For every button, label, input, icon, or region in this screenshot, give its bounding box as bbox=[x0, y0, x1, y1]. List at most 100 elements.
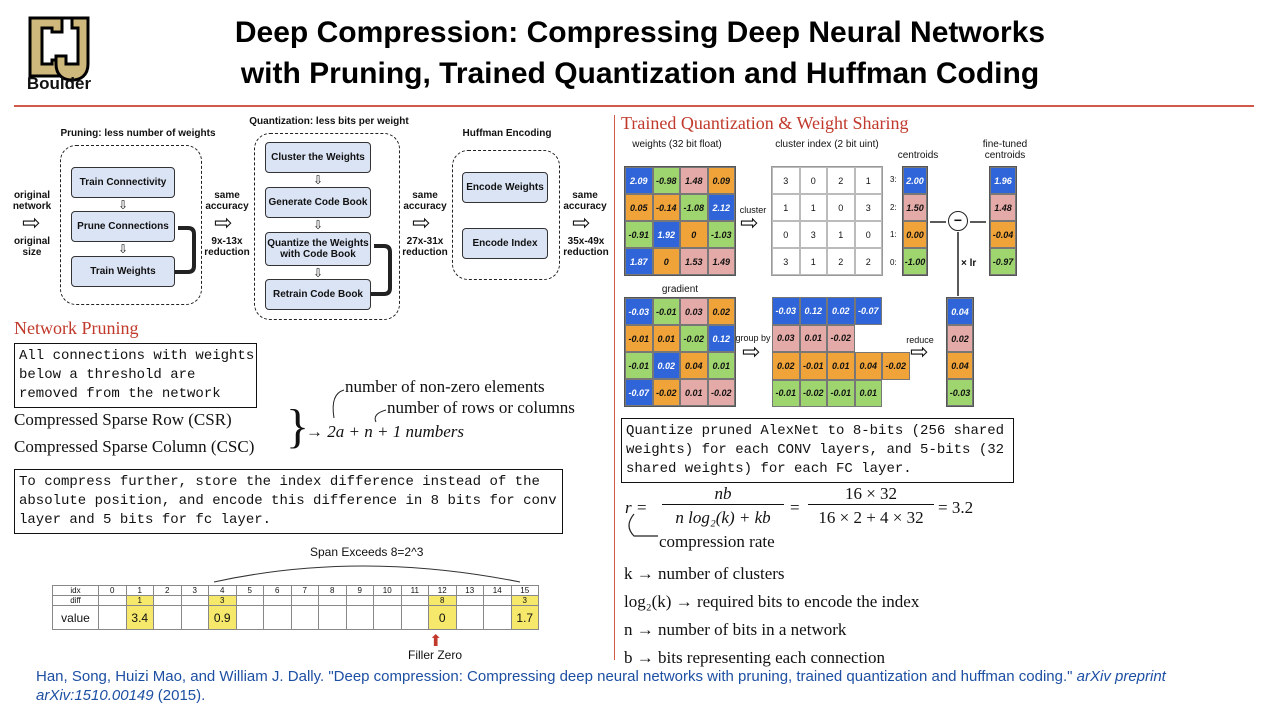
table-cell: 0.9 bbox=[208, 605, 237, 630]
index-cell: 3 bbox=[799, 221, 827, 248]
grouped-cell: -0.02 bbox=[799, 379, 827, 407]
logo-text: Boulder bbox=[26, 74, 92, 93]
csc-label: Compressed Sparse Column (CSC) bbox=[14, 437, 255, 456]
gradient-cell: -0.01 bbox=[625, 325, 653, 352]
table-cell: 8 bbox=[318, 585, 347, 596]
grouped-cell: -0.01 bbox=[772, 379, 800, 407]
weights-label: weights (32 bit float) bbox=[632, 139, 722, 150]
retrain-codebook-box: Retrain Code Book bbox=[265, 279, 371, 310]
arrow-down-icon: ⇩ bbox=[313, 218, 324, 232]
table-cell bbox=[180, 595, 209, 606]
operator-arrows bbox=[930, 221, 986, 296]
gradient-cell: -0.02 bbox=[707, 379, 735, 406]
quantize-weights-box: Quantize the Weights with Code Book bbox=[265, 232, 371, 266]
table-cell: 3 bbox=[180, 585, 209, 596]
compression-rate-label: compression rate bbox=[659, 532, 775, 551]
index-cell: 0 bbox=[772, 221, 800, 248]
table-cell bbox=[180, 605, 209, 630]
table-cell bbox=[483, 595, 512, 606]
gradient-cell: 0.01 bbox=[707, 352, 735, 379]
quantization-group bbox=[254, 133, 400, 320]
weight-cell: -0.98 bbox=[652, 167, 680, 194]
table-cell: 5 bbox=[235, 585, 264, 596]
arrow-right-icon: ⇨ bbox=[412, 211, 431, 236]
table-cell: 1.7 bbox=[510, 605, 539, 630]
arrow-right-icon: ⇨ bbox=[214, 211, 233, 236]
weight-cell: -1.03 bbox=[707, 221, 735, 248]
formula-numerator-2: 16 × 32 bbox=[808, 484, 934, 505]
table-cell bbox=[345, 595, 374, 606]
alexnet-note-box: Quantize pruned AlexNet to 8-bits (256 s… bbox=[621, 418, 1014, 483]
index-cell: 1 bbox=[799, 194, 827, 221]
table-cell bbox=[345, 605, 374, 630]
centroid-index-label: 2: bbox=[890, 202, 897, 212]
pruning-group bbox=[60, 145, 202, 305]
grouped-cell: 0.03 bbox=[772, 324, 800, 352]
table-cell bbox=[290, 595, 319, 606]
grouped-cell: 0.01 bbox=[854, 379, 882, 407]
arrow-down-icon: ⇩ bbox=[118, 242, 129, 256]
formula-denominator: n log₂(k) + kb bbox=[675, 508, 771, 527]
citation: Han, Song, Huizi Mao, and William J. Dal… bbox=[36, 667, 1256, 705]
pruning-title: Pruning: less number of weights bbox=[60, 128, 216, 139]
encode-index-box: Encode Index bbox=[462, 228, 548, 259]
arrow-down-icon: ⇩ bbox=[313, 266, 324, 280]
finetuned-label: fine-tuned centroids bbox=[982, 139, 1028, 161]
table-cell bbox=[98, 595, 127, 606]
cluster-index-label: cluster index (2 bit uint) bbox=[775, 139, 879, 150]
huffman-group bbox=[452, 150, 560, 280]
table-cell: 0 bbox=[428, 605, 457, 630]
table-cell: 3 bbox=[208, 595, 237, 606]
span-label: Span Exceeds 8=2^3 bbox=[310, 545, 424, 559]
gradient-cell: -0.02 bbox=[680, 325, 708, 352]
csr-label: Compressed Sparse Row (CSR) bbox=[14, 410, 232, 429]
citation-journal: arXiv preprint arXiv:1510.00149 bbox=[36, 668, 1166, 704]
weight-cell: -0.14 bbox=[652, 194, 680, 221]
train-weights-box: Train Weights bbox=[71, 256, 175, 287]
arrow-right-icon: ⇨ bbox=[910, 340, 929, 365]
gradient-label: gradient bbox=[661, 284, 699, 295]
definition-b: b → bits representing each connection bbox=[624, 648, 886, 667]
grouped-cell: 0.02 bbox=[827, 297, 855, 325]
table-cell: value bbox=[52, 605, 99, 630]
arrow-right-icon: ⇨ bbox=[22, 211, 41, 236]
cluster-arrow-label: cluster bbox=[739, 205, 767, 215]
centroid-index-label: 1: bbox=[890, 230, 897, 240]
filler-zero-label: Filler Zero bbox=[408, 648, 463, 662]
groupby-arrow-label: group by bbox=[735, 333, 771, 343]
gradient-cell: -0.07 bbox=[625, 379, 653, 406]
grouped-cell: -0.02 bbox=[827, 324, 855, 352]
table-cell bbox=[153, 595, 182, 606]
weight-cell: 1.53 bbox=[680, 248, 708, 275]
arrow-down-icon: ⇩ bbox=[313, 173, 324, 187]
table-cell bbox=[455, 595, 484, 606]
finetuned-cell: -0.97 bbox=[990, 248, 1016, 275]
table-cell bbox=[318, 595, 347, 606]
index-cell: 0 bbox=[827, 194, 855, 221]
grouped-cell: 0.04 bbox=[854, 352, 882, 380]
weight-cell: 1.87 bbox=[625, 248, 653, 275]
title-line-2: with Pruning, Trained Quantization and H… bbox=[240, 57, 1040, 90]
table-cell: 8 bbox=[428, 595, 457, 606]
grouped-cell: 0.02 bbox=[772, 352, 800, 380]
table-cell bbox=[153, 605, 182, 630]
centroids-label: centroids bbox=[897, 150, 939, 161]
annotation-arrows bbox=[332, 389, 387, 423]
reduced-cell: 0.02 bbox=[947, 325, 973, 352]
arrow-right-icon: ⇨ bbox=[740, 211, 759, 236]
reduced-cell: 0.04 bbox=[947, 298, 973, 325]
table-cell: 11 bbox=[400, 585, 429, 596]
index-cell: 3 bbox=[772, 167, 800, 194]
index-cell: 1 bbox=[854, 167, 882, 194]
reduce-arrow-label: reduce bbox=[906, 335, 934, 345]
table-cell: 13 bbox=[455, 585, 484, 596]
accuracy-label-1: same accuracy bbox=[205, 190, 249, 212]
